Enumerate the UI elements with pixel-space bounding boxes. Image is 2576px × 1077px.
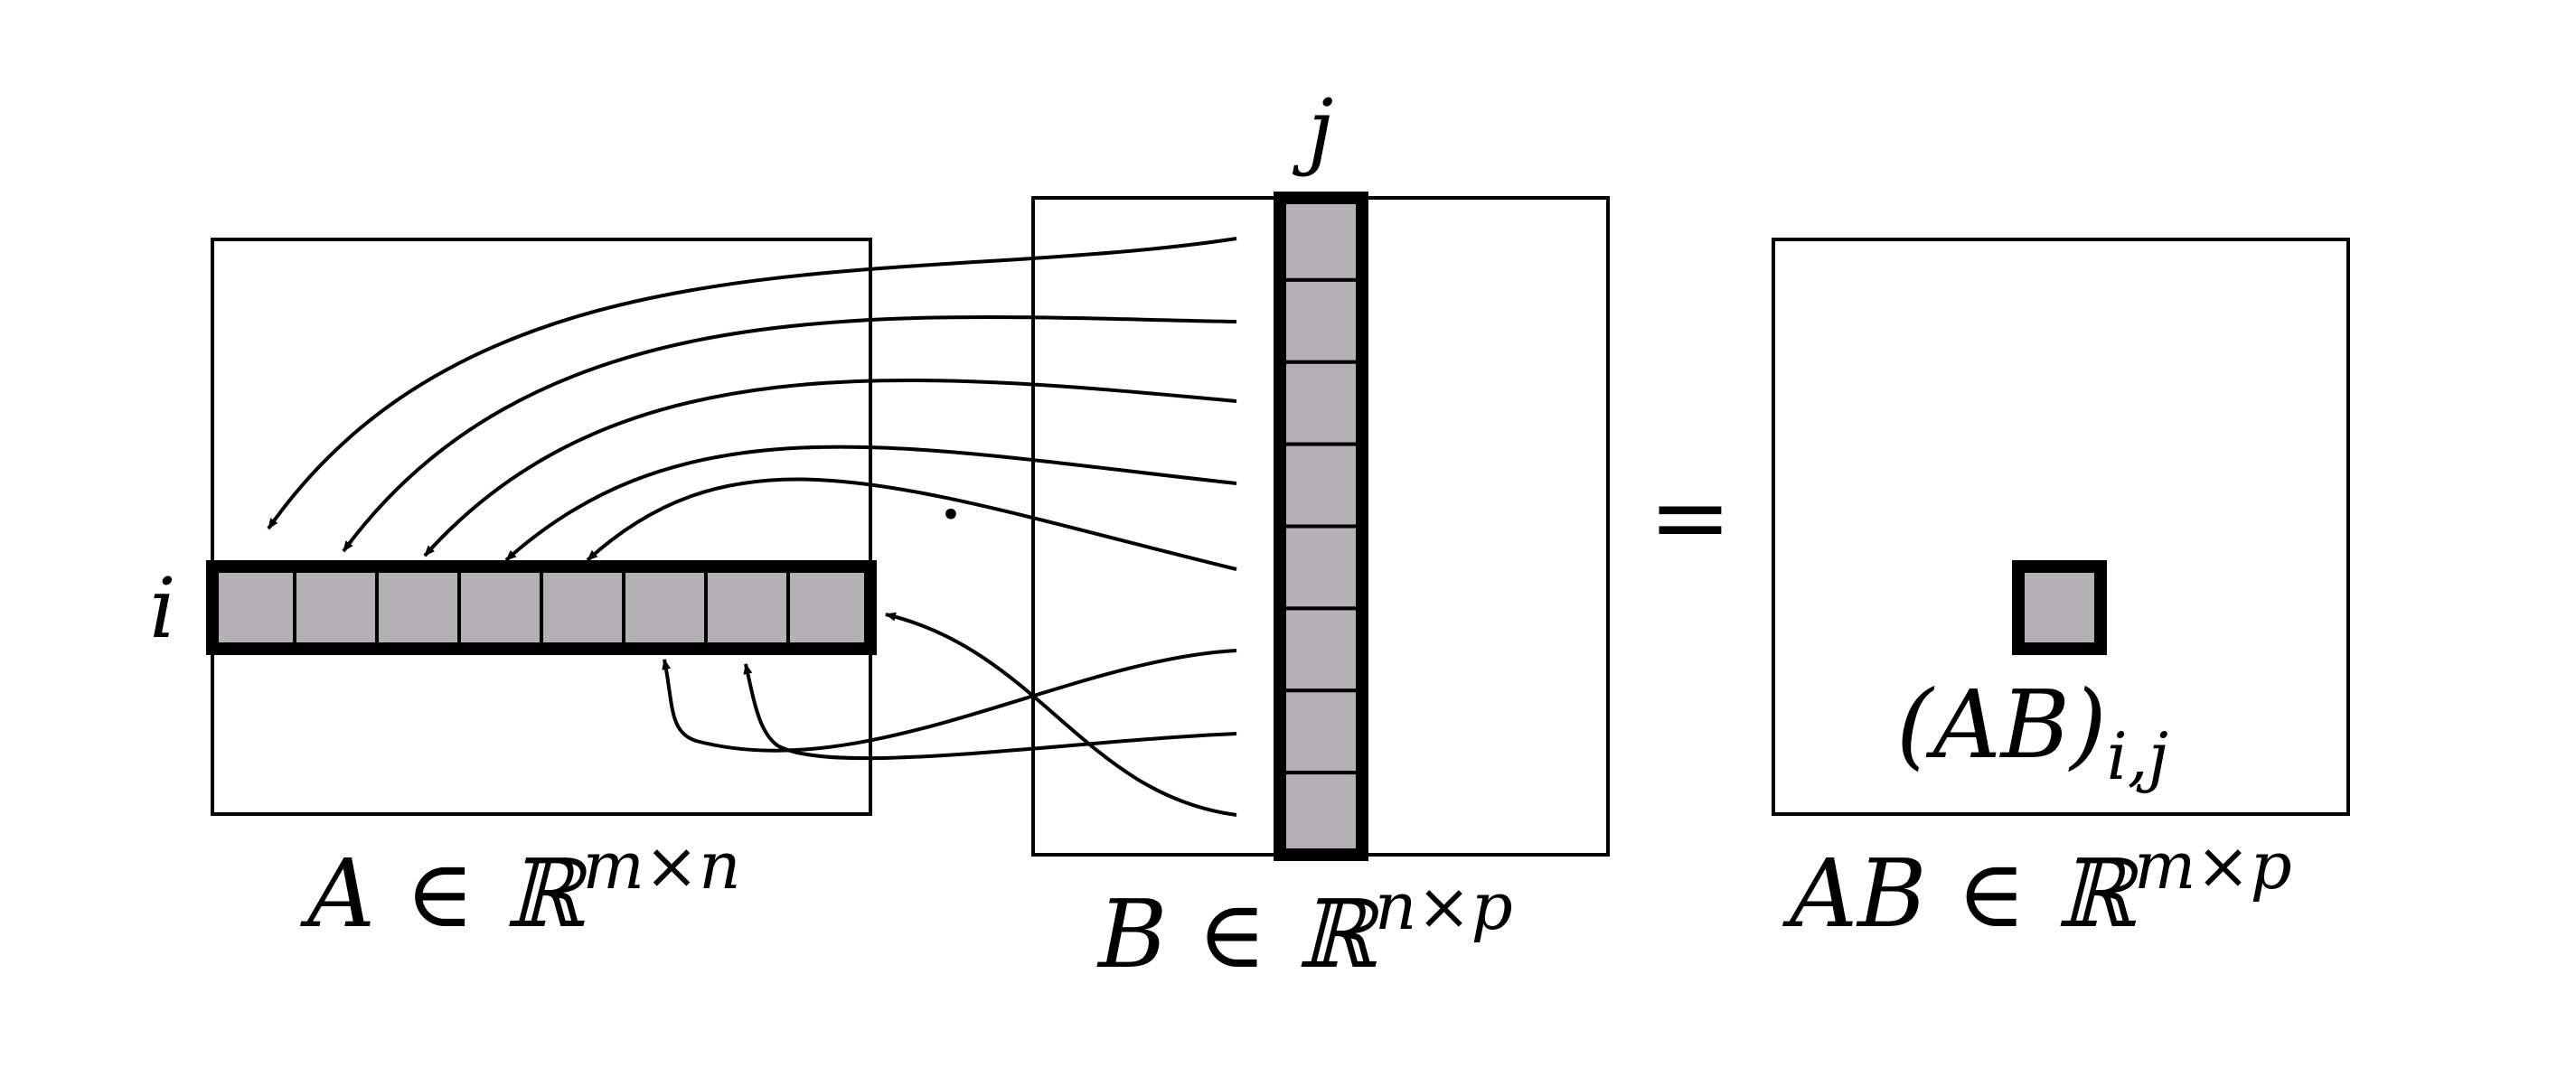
row-cell xyxy=(457,565,543,651)
matrix-a-row-outline xyxy=(206,560,877,655)
row-cell xyxy=(622,565,708,651)
pairing-arrow-8 xyxy=(885,612,1237,817)
column-cell xyxy=(1278,606,1364,693)
column-cell xyxy=(1278,360,1364,446)
column-cell xyxy=(1278,442,1364,529)
matrix-a-label-base: A ∈ ℝ xyxy=(300,838,588,949)
column-cell xyxy=(1278,524,1364,611)
row-cell xyxy=(704,565,790,651)
product-matrix-frame xyxy=(1772,238,2350,816)
pairing-arrow-4 xyxy=(504,445,1237,562)
product-matrix-label-base: AB ∈ ℝ xyxy=(1782,838,2140,949)
matrix-b-column-outline xyxy=(1274,192,1368,861)
product-matrix-label-exponent: m×p xyxy=(2134,828,2292,904)
element-pairing-arrows xyxy=(267,237,1237,817)
multiply-dot: · xyxy=(938,467,964,562)
pairing-arrow-2 xyxy=(342,314,1237,553)
product-entry-cell xyxy=(2012,560,2107,655)
product-entry-label-subscript: i,j xyxy=(2107,718,2168,794)
column-cell xyxy=(1278,196,1364,282)
row-cell xyxy=(540,565,625,651)
matrix-b-label: B ∈ ℝn×p xyxy=(1096,868,1513,989)
pairing-arrow-3 xyxy=(423,378,1237,557)
matrix-b-column-j xyxy=(1278,196,1364,857)
pairing-arrow-5 xyxy=(586,477,1237,571)
row-cell xyxy=(293,565,379,651)
row-cell xyxy=(375,565,461,651)
product-matrix-label: AB ∈ ℝm×p xyxy=(1782,828,2292,949)
pairing-arrow-6 xyxy=(662,649,1237,753)
row-cell xyxy=(786,565,872,651)
column-cell xyxy=(1278,688,1364,775)
column-index-label: j xyxy=(1293,81,1334,178)
pairing-arrow-7 xyxy=(743,663,1237,761)
matrix-a-row-i xyxy=(211,565,872,651)
matrix-b-label-exponent: n×p xyxy=(1375,868,1513,944)
row-index-label: i xyxy=(149,560,175,657)
equals-sign: = xyxy=(1649,459,1732,575)
matrix-a-label: A ∈ ℝm×n xyxy=(300,828,741,949)
pairing-arrow-1 xyxy=(267,237,1237,530)
column-cell xyxy=(1278,771,1364,857)
column-cell xyxy=(1278,277,1364,364)
matrix-b-label-base: B ∈ ℝ xyxy=(1096,879,1381,989)
row-cell xyxy=(211,565,296,651)
matrix-a-frame xyxy=(211,238,872,816)
matrix-a-label-exponent: m×n xyxy=(583,828,741,904)
product-entry-label: (AB)i,j xyxy=(1896,670,2168,794)
product-entry-label-base: (AB) xyxy=(1896,670,2107,780)
